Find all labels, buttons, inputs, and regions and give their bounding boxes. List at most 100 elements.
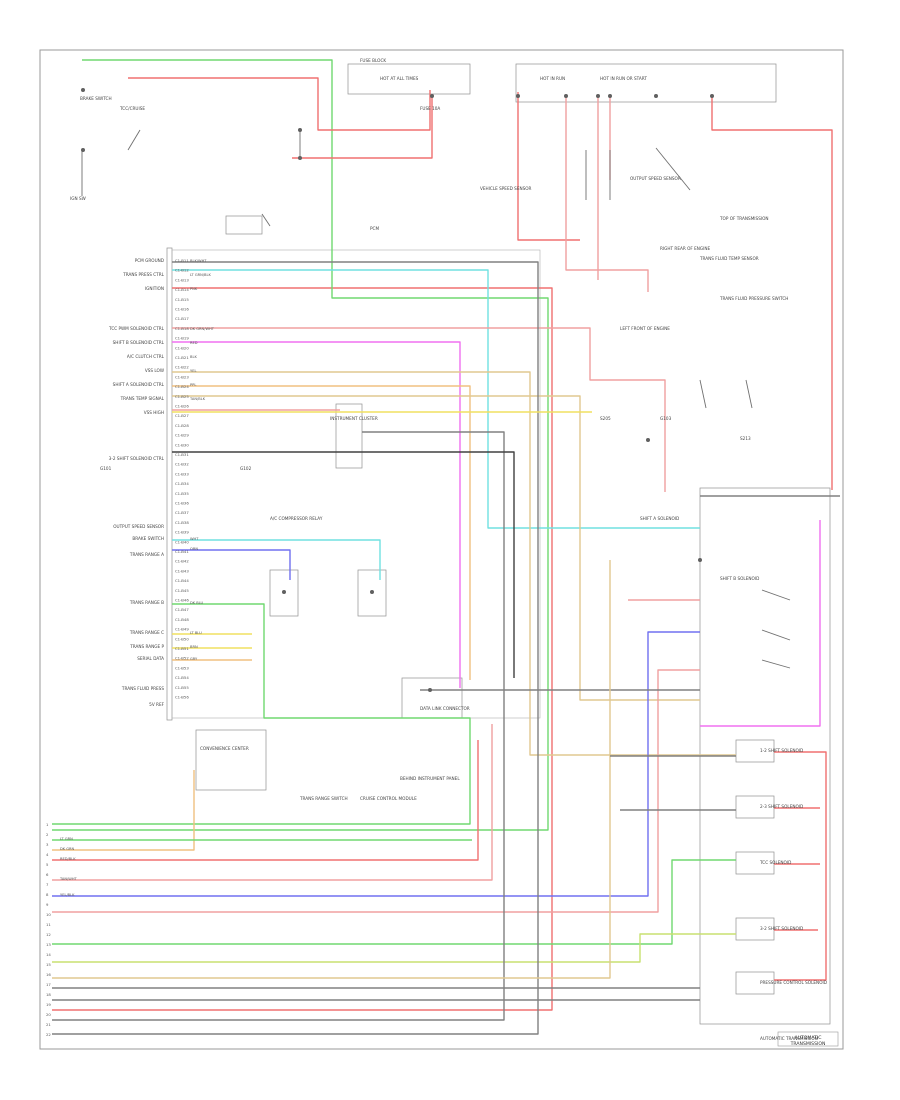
bus-number-1: 1 [46,822,49,827]
pcm-pin-6: C1-B16 [175,307,189,312]
pcm-function-18: SERIAL DATA [137,656,164,661]
connector-dot-3 [298,156,302,160]
switch-symbol-9 [761,629,791,641]
wire-red-16 [292,96,433,159]
pcm-pin-20: C1-B30 [175,442,189,447]
wire-blue-24 [52,631,700,897]
component-label-5: BRAKE SWITCH [80,96,112,101]
pcm-function-12: OUTPUT SPEED SENSOR [113,524,164,529]
diagram-frame [39,49,844,1050]
pcm-function-8: SHIFT A SOLENOID CTRL [113,382,165,387]
pcm-pin-12: C1-B22 [175,365,189,370]
pcm-pin-7: C1-B17 [175,316,189,321]
wire-red-21 [711,96,833,490]
component-label-6: TCC/CRUISE [119,106,145,111]
bus-number-8: 8 [46,892,49,897]
title-line-1: AUTOMATIC [794,1035,821,1041]
pcm-function-16: TRANS RANGE C [129,630,164,635]
pcm-pin-29: C1-B39 [175,530,189,535]
wire-red-30 [774,751,827,981]
component-label-31: A/C COMPRESSOR RELAY [270,516,323,521]
pcm-function-19: TRANS FLUID PRESS [121,686,164,691]
component-label-11: OUTPUT SPEED SENSOR [630,176,681,181]
wire-color-label-3: PNK [190,287,198,291]
component-label-26: S205 [600,416,611,421]
wire-pink-23 [52,724,493,881]
component-label-34: RIGHT REAR OF ENGINE [660,246,711,251]
bus-number-15: 15 [46,962,51,967]
wire-blue-10 [172,549,291,580]
connector-dot-2 [298,128,302,132]
wire-color-label-7: YEL [190,369,196,373]
component-label-19: 3-2 SHIFT SOLENOID [760,926,803,931]
connector-dot-15 [428,688,432,692]
bus-number-13: 13 [46,942,51,947]
wire-gray-36 [52,261,539,1035]
connector-dot-9 [654,94,658,98]
component-label-29: DATA LINK CONNECTOR [420,706,470,711]
pcm-pin-27: C1-B37 [175,510,189,515]
pcm-function-17: TRANS RANGE P [129,644,164,649]
pcm-function-3: IGNITION [145,286,164,291]
pcm-function-5: SHIFT B SOLENOID CTRL [113,340,165,345]
wire-color-label-8: PPL [190,383,196,387]
wire-color-label-11: ORN [190,547,198,551]
wire-green-11 [52,603,471,825]
wire-cyan-2 [172,269,700,529]
wire-red-22 [52,740,479,861]
wire-cyan-9 [172,539,381,580]
wire-pink-18 [565,96,649,292]
connector-dot-7 [596,94,600,98]
pcm-function-20: 5V REF [149,702,164,707]
component-label-25: G103 [660,416,672,421]
pcm-pin-8: C1-B18 [175,326,189,331]
wire-color-label-16: LT GRN [60,837,73,841]
bus-number-22: 22 [46,1032,51,1037]
switch-symbol-6 [699,379,707,409]
bus-number-20: 20 [46,1012,51,1017]
pcm-pin-30: C1-B40 [175,539,189,544]
pcm-pin-19: C1-B29 [175,433,189,438]
bus-number-21: 21 [46,1022,51,1027]
pcm-pin-42: C1-B52 [175,656,189,661]
component-label-21: AUTOMATIC TRANSMISSION [760,1036,818,1041]
wire-pink-3 [172,327,666,492]
wire-red-0 [52,287,553,1011]
pcm-pin-4: C1-B14 [175,287,189,292]
bus-number-5: 5 [46,862,49,867]
pcm-pin-11: C1-B21 [175,355,189,360]
wire-black-38 [172,451,515,678]
pcm-pin-38: C1-B48 [175,617,189,622]
pcm-pin-1: C1-B11 [175,258,189,263]
pcm-pin-23: C1-B33 [175,471,189,476]
component-label-8: IGN SW [70,196,86,201]
pcm-pin-37: C1-B47 [175,607,189,612]
wire-color-label-1: BLK/WHT [190,259,207,263]
component-label-30: CRUISE CONTROL MODULE [360,796,417,801]
switch-symbol-1 [127,129,141,151]
bus-number-10: 10 [46,912,51,917]
pcm-pin-16: C1-B26 [175,404,189,409]
bus-number-17: 17 [46,982,51,987]
bus-number-12: 12 [46,932,51,937]
wire-color-label-13: LT BLU [190,631,202,635]
pcm-pin-25: C1-B35 [175,491,189,496]
pcm-function-7: VSS LOW [145,368,164,373]
pcm-function-4: TCC PWM SOLENOID CTRL [108,326,165,331]
switch-symbol-7 [745,379,753,409]
component-label-7: FUSE 10A [420,106,440,111]
component-label-22: TRANS RANGE SWITCH [299,796,348,801]
component-label-18: TCC SOLENOID [759,860,791,865]
bus-number-16: 16 [46,972,51,977]
component-label-35: TOP OF TRANSMISSION [719,216,769,221]
pcm-function-14: TRANS RANGE A [129,552,164,557]
pcm-pin-44: C1-B54 [175,675,189,680]
wire-tan-7 [172,395,700,701]
pcm-function-15: TRANS RANGE B [129,600,164,605]
pcm-pin-35: C1-B45 [175,588,189,593]
pcm-pin-3: C1-B13 [175,277,189,282]
wire-red-17 [517,92,580,241]
